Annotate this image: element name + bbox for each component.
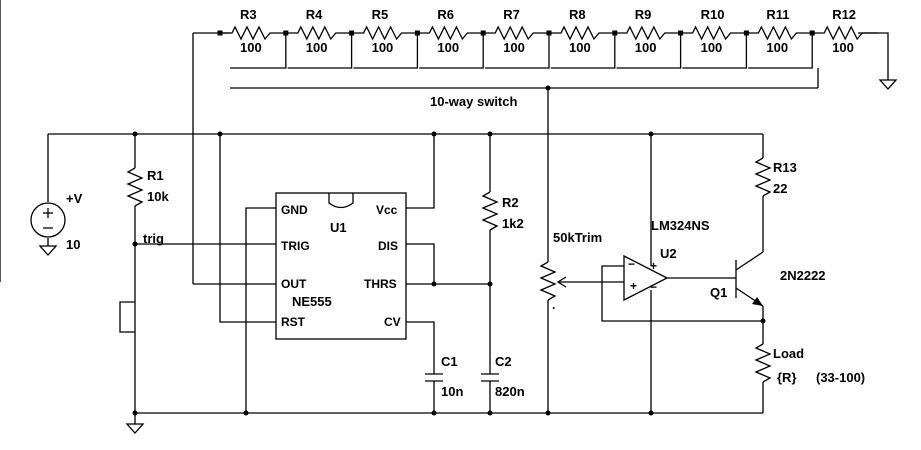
u2-ref: U2 bbox=[660, 246, 677, 261]
switch-contact-9 bbox=[748, 33, 813, 69]
r1-ref: R1 bbox=[147, 168, 164, 183]
chain-resistor-r10: R10 100 bbox=[678, 7, 747, 55]
switch-contact-1 bbox=[230, 33, 287, 69]
chain-value-r11: 100 bbox=[766, 40, 788, 55]
chain-resistor-r12: R12 100 bbox=[809, 7, 878, 55]
chain-resistor-r11: R11 100 bbox=[743, 7, 813, 55]
svg-text:−: − bbox=[628, 257, 635, 271]
pin-cv: CV bbox=[384, 315, 401, 329]
chain-ref-r5: R5 bbox=[372, 7, 389, 22]
r1-resistor: R1 10k trig bbox=[126, 134, 276, 302]
chain-resistor-r5: R5 100 bbox=[349, 7, 418, 55]
pin-dis: DIS bbox=[378, 239, 398, 253]
chain-ref-r9: R9 bbox=[635, 7, 652, 22]
c1-value: 10n bbox=[441, 384, 463, 399]
trim-potentiometer: · 50kTrim bbox=[539, 85, 624, 413]
chain-value-r3: 100 bbox=[240, 40, 262, 55]
chain-resistor-r4: R4 100 bbox=[283, 7, 352, 55]
trig-net-label: trig bbox=[143, 231, 164, 246]
chain-value-r6: 100 bbox=[437, 40, 459, 55]
r13-ref: R13 bbox=[773, 160, 797, 175]
chain-ref-r6: R6 bbox=[437, 7, 454, 22]
chain-value-r7: 100 bbox=[503, 40, 525, 55]
power-rails bbox=[38, 131, 763, 434]
chain-ref-r3: R3 bbox=[240, 7, 257, 22]
chain-resistor-r7: R7 100 bbox=[480, 7, 549, 55]
chain-ref-r11: R11 bbox=[766, 7, 789, 22]
c2-capacitor: C2 820n bbox=[481, 354, 525, 413]
r2-value: 1k2 bbox=[502, 216, 524, 231]
opamp-u2: − + + − U2 LM324NS bbox=[601, 134, 763, 413]
load-ref: Load bbox=[773, 346, 804, 361]
chain-value-r4: 100 bbox=[306, 40, 328, 55]
switch-contact-2 bbox=[287, 33, 353, 69]
load-range: (33-100) bbox=[816, 370, 865, 385]
svg-text:+: + bbox=[630, 279, 637, 293]
voltage-source-symbol: +V 10 bbox=[30, 191, 83, 252]
svg-text:·: · bbox=[552, 301, 556, 315]
svg-text:+: + bbox=[650, 259, 657, 273]
pushbutton-switch bbox=[119, 301, 136, 413]
pin-out: OUT bbox=[281, 277, 307, 291]
ne555-ic: U1 NE555 GND TRIG OUT RST Vcc DIS THRS C… bbox=[275, 192, 407, 340]
trim-value: 50kTrim bbox=[553, 230, 602, 245]
switch-contact-7 bbox=[616, 33, 682, 69]
q1-part: 2N2222 bbox=[780, 268, 826, 283]
c2-ref: C2 bbox=[495, 354, 512, 369]
pin-gnd: GND bbox=[281, 203, 308, 217]
load-resistor: Load {R} (33-100) bbox=[754, 306, 865, 413]
chain-ref-r8: R8 bbox=[569, 7, 586, 22]
r13-resistor: R13 22 bbox=[754, 134, 797, 252]
pin-thrs: THRS bbox=[364, 277, 397, 291]
chain-ref-r12: R12 bbox=[832, 7, 856, 22]
chain-value-r10: 100 bbox=[701, 40, 723, 55]
u1-ref: U1 bbox=[330, 220, 347, 235]
u1-part: NE555 bbox=[292, 294, 332, 309]
load-value: {R} bbox=[777, 370, 797, 385]
r1-value: 10k bbox=[147, 189, 169, 204]
switch-label: 10-way switch bbox=[430, 94, 517, 109]
switch-contact-3 bbox=[353, 33, 419, 69]
svg-text:−: − bbox=[650, 280, 657, 294]
switch-contact-4 bbox=[419, 33, 484, 69]
u2-part: LM324NS bbox=[651, 218, 710, 233]
chain-ref-r10: R10 bbox=[701, 7, 725, 22]
switch-contact-5 bbox=[485, 33, 550, 69]
switch-contact-6 bbox=[550, 33, 616, 69]
chain-resistor-r6: R6 100 bbox=[414, 7, 484, 55]
pin-rst: RST bbox=[281, 315, 306, 329]
chain-value-r8: 100 bbox=[569, 40, 591, 55]
transistor-q1: Q1 2N2222 bbox=[710, 251, 826, 307]
chain-value-r9: 100 bbox=[635, 40, 657, 55]
q1-ref: Q1 bbox=[710, 285, 727, 300]
r13-value: 22 bbox=[773, 181, 787, 196]
ground-symbol-top-right bbox=[878, 79, 898, 90]
chain-value-r12: 100 bbox=[832, 40, 854, 55]
chain-resistor-r3: R3 100 bbox=[217, 7, 286, 55]
chain-value-r5: 100 bbox=[372, 40, 394, 55]
r2-resistor: R2 1k2 bbox=[481, 134, 524, 374]
chain-resistor-r9: R9 100 bbox=[612, 7, 681, 55]
supply-value: 10 bbox=[66, 237, 80, 252]
supply-ref: +V bbox=[66, 191, 83, 206]
c2-value: 820n bbox=[495, 384, 525, 399]
pin-vcc: Vcc bbox=[376, 203, 398, 217]
ne555-wiring bbox=[193, 134, 493, 413]
switch-contact-8 bbox=[682, 33, 748, 69]
chain-ref-r7: R7 bbox=[503, 7, 520, 22]
chain-resistor-r8: R8 100 bbox=[546, 7, 615, 55]
r2-ref: R2 bbox=[502, 195, 519, 210]
resistor-chain: R3 100 R4 100 R5 100 R6 100 R7 100 R8 100 R9 100 R10 10… bbox=[192, 7, 898, 284]
chain-ref-r4: R4 bbox=[306, 7, 323, 22]
pin-trig: TRIG bbox=[281, 239, 310, 253]
c1-capacitor: C1 10n bbox=[425, 354, 463, 399]
c1-ref: C1 bbox=[441, 354, 458, 369]
